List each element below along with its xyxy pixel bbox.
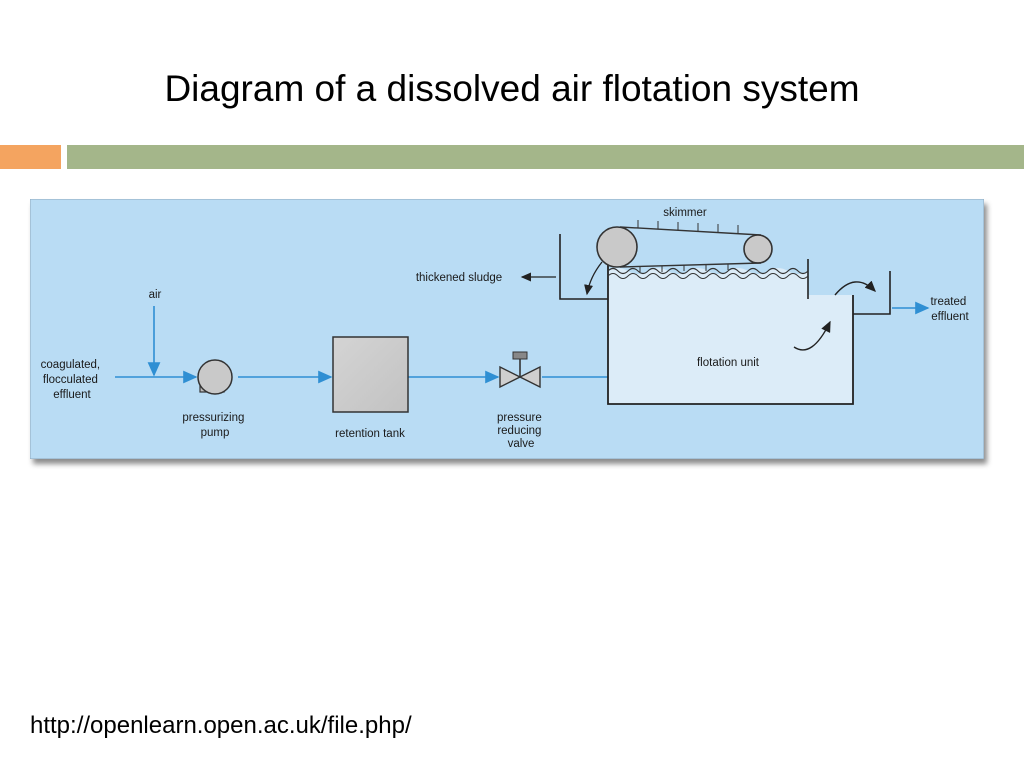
- pump-icon: [197, 359, 233, 395]
- label-inlet-line3: effluent: [53, 389, 91, 401]
- label-treated-effluent-line1: treated: [930, 296, 966, 308]
- label-skimmer: skimmer: [663, 207, 707, 219]
- accent-bar-orange: [0, 145, 61, 169]
- label-pump-line1: pressurizing: [182, 412, 244, 424]
- label-retention-tank: retention tank: [335, 428, 405, 440]
- circulation-arrow-upper: [834, 280, 876, 296]
- label-inlet-line2: flocculated: [43, 374, 98, 386]
- label-treated-effluent: treated effluent: [930, 296, 969, 323]
- flotation-unit-icon: [559, 234, 891, 405]
- label-inlet-line1: coagulated,: [41, 359, 100, 371]
- label-air: air: [149, 289, 162, 301]
- source-link[interactable]: http://openlearn.open.ac.uk/file.php/: [30, 712, 412, 739]
- flotation-diagram: coagulated, flocculated effluent air pre…: [30, 199, 984, 459]
- label-valve-line1: pressure: [497, 412, 542, 424]
- label-valve: pressure reducing valve: [497, 412, 545, 450]
- label-pump: pressurizing pump: [182, 412, 247, 439]
- label-inlet: coagulated, flocculated effluent: [41, 359, 104, 401]
- label-valve-line3: valve: [508, 438, 535, 450]
- accent-bar-green: [67, 145, 1024, 169]
- label-treated-effluent-line2: effluent: [931, 311, 969, 323]
- valve-icon: [499, 351, 541, 389]
- label-flotation-unit: flotation unit: [697, 357, 760, 369]
- slide-title: Diagram of a dissolved air flotation sys…: [164, 68, 860, 109]
- label-valve-line2: reducing: [497, 425, 541, 437]
- retention-tank-icon: [332, 336, 409, 413]
- label-pump-line2: pump: [201, 427, 230, 439]
- skimmer-icon: [584, 220, 773, 296]
- label-thickened-sludge: thickened sludge: [416, 272, 502, 284]
- circulation-arrow-lower: [793, 320, 831, 351]
